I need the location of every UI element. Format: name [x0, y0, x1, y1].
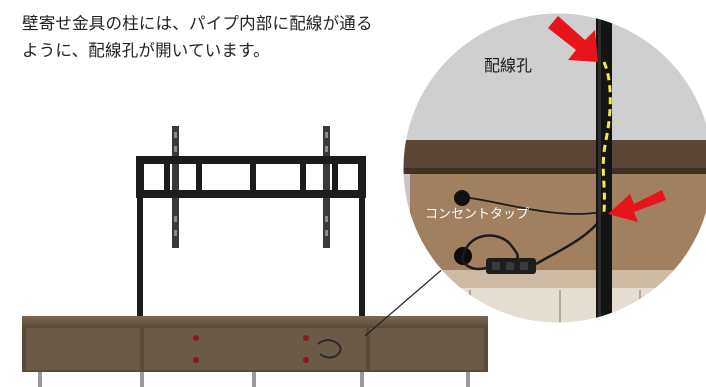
caption-line-2: ように、配線孔が開いています。: [22, 41, 270, 60]
mount-rail-right: [323, 126, 330, 248]
zoom-detail: [403, 13, 706, 323]
post-left: [137, 198, 143, 318]
arrow-bottom: [608, 190, 666, 222]
mount-rail-left: [172, 126, 179, 248]
power-strip-label: コンセントタップ: [425, 207, 530, 222]
arrow-top: [548, 16, 598, 62]
tv-stand-illustration: [22, 126, 488, 387]
power-strip: [486, 258, 536, 274]
cable-hole-upper: [454, 190, 470, 206]
caption-line-1: 壁寄せ金具の柱には、パイプ内部に配線が通る: [22, 14, 373, 33]
zoom-border: [402, 12, 706, 324]
post-right: [359, 198, 365, 318]
caption-text: 壁寄せ金具の柱には、パイプ内部に配線が通る ように、配線孔が開いています。: [22, 10, 462, 64]
tv-cabinet: [22, 316, 488, 387]
mount-frame: [136, 156, 366, 198]
wiring-hole-label: 配線孔: [484, 56, 533, 75]
